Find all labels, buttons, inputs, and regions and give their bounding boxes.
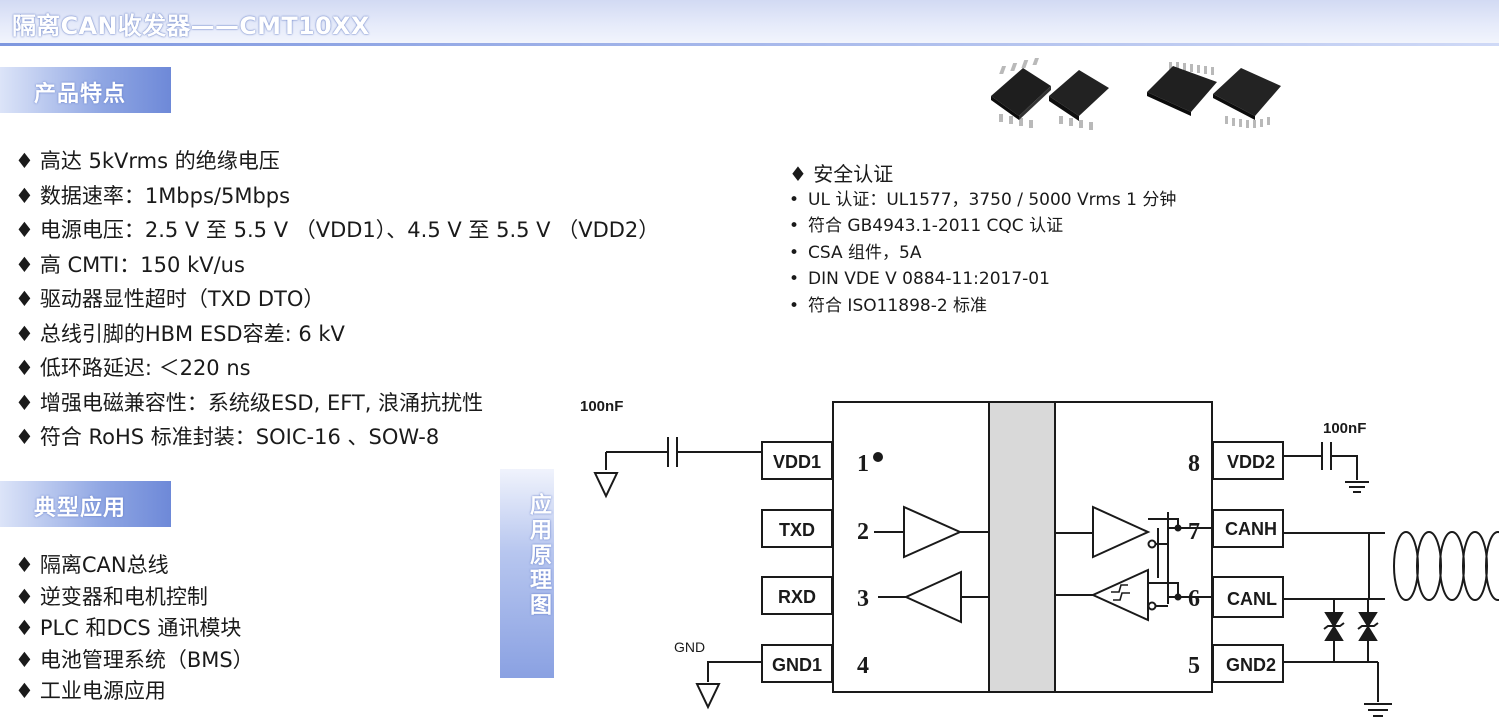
pin-label-vdd2: VDD2 <box>1227 452 1275 472</box>
feature-item: ♦符合 RoHS 标准封装：SOIC-16 、SOW-8 <box>15 425 440 449</box>
pin-box-gnd1 <box>761 644 833 683</box>
rxd-receiver-buffer-icon <box>878 570 989 624</box>
certification-item: •DIN VDE V 0884-11:2017-01 <box>789 269 1050 289</box>
ground-gnd2-icon <box>1364 662 1392 717</box>
pin-box-txd <box>761 509 833 548</box>
dot-bullet-icon: • <box>789 269 800 289</box>
pin-label-rxd: RXD <box>778 587 816 607</box>
pin-number-8: 8 <box>1188 451 1200 477</box>
pin-number-7: 7 <box>1188 519 1200 545</box>
dot-bullet-icon: • <box>789 216 800 236</box>
application-schematic: 100nF 100nF GND VDD1 TXD RXD GND1 VDD2 C… <box>580 398 1499 717</box>
diamond-bullet-icon: ♦ <box>789 162 807 186</box>
application-item: ♦电池管理系统（BMS） <box>15 648 254 672</box>
diamond-bullet-icon: ♦ <box>15 616 34 640</box>
chip-packages-image <box>991 58 1281 130</box>
schematic-tab-label: 应用原理图 <box>526 493 551 618</box>
pin1-marker-dot <box>873 452 883 462</box>
pin-label-gnd1: GND1 <box>772 655 822 675</box>
pin-number-3: 3 <box>857 586 869 612</box>
cap-right-label: 100nF <box>1323 420 1366 437</box>
features-tab-label: 产品特点 <box>34 82 127 107</box>
certifications-heading: ♦ 安全认证 <box>789 162 894 186</box>
pin-box-rxd <box>761 576 833 615</box>
certification-item: •UL 认证：UL1577，3750 / 5000 Vrms 1 分钟 <box>789 190 1177 210</box>
application-item: ♦隔离CAN总线 <box>15 553 169 577</box>
title-bar: 隔离CAN收发器——CMT10XX <box>0 0 1499 46</box>
diamond-bullet-icon: ♦ <box>15 648 34 672</box>
diamond-bullet-icon: ♦ <box>15 425 34 449</box>
pin-label-canl: CANL <box>1227 589 1277 609</box>
pin-box-vdd2 <box>1212 441 1284 480</box>
feature-item: ♦数据速率：1Mbps/5Mbps <box>15 184 291 208</box>
twisted-pair-cable-icon <box>1393 531 1499 601</box>
txd-driver-buffer-icon <box>876 505 989 559</box>
tvs-diodes-icon <box>1283 599 1379 663</box>
ground-gnd1-icon <box>695 661 762 710</box>
cap-left-label: 100nF <box>580 398 623 415</box>
feature-item: ♦增强电磁兼容性：系统级ESD, EFT, 浪涌抗扰性 <box>15 391 484 415</box>
feature-item: ♦高 CMTI：150 kV/us <box>15 253 245 277</box>
soic16-chip-back-icon <box>1213 68 1281 128</box>
pin-number-2: 2 <box>857 519 869 545</box>
dot-bullet-icon: • <box>789 243 800 263</box>
soic8-chip-icon <box>991 58 1051 128</box>
feature-item: ♦驱动器显性超时（TXD DTO） <box>15 287 325 311</box>
pin-box-vdd1 <box>761 441 833 480</box>
diamond-bullet-icon: ♦ <box>15 391 34 415</box>
application-item: ♦PLC 和DCS 通讯模块 <box>15 616 242 640</box>
isolation-barrier <box>988 401 1056 693</box>
diamond-bullet-icon: ♦ <box>15 322 34 346</box>
soic16-chip-icon <box>1147 62 1217 116</box>
diamond-bullet-icon: ♦ <box>15 149 34 173</box>
page-title: 隔离CAN收发器——CMT10XX <box>12 12 370 40</box>
feature-item: ♦高达 5kVrms 的绝缘电压 <box>15 149 280 173</box>
pin-label-gnd2: GND2 <box>1226 655 1276 675</box>
pin-box-gnd2 <box>1212 644 1284 683</box>
schematic-tab: 应用原理图 <box>500 469 554 678</box>
can-bus-lines <box>1283 532 1385 600</box>
pin-number-6: 6 <box>1188 586 1200 612</box>
feature-item: ♦低环路延迟: ＜220 ns <box>15 356 251 380</box>
diamond-bullet-icon: ♦ <box>15 218 34 242</box>
gnd-label: GND <box>674 639 705 655</box>
feature-item: ♦总线引脚的HBM ESD容差: 6 kV <box>15 322 345 346</box>
feature-item: ♦电源电压：2.5 V 至 5.5 V （VDD1）、4.5 V 至 5.5 V… <box>15 218 660 242</box>
diamond-bullet-icon: ♦ <box>15 553 34 577</box>
diamond-bullet-icon: ♦ <box>15 679 34 703</box>
dot-bullet-icon: • <box>789 296 800 316</box>
can-receiver-icon <box>1055 568 1213 622</box>
certification-item: •符合 GB4943.1-2011 CQC 认证 <box>789 216 1064 236</box>
soic8-chip-back-icon <box>1049 70 1109 130</box>
capacitor-left-icon <box>593 437 762 499</box>
application-item: ♦工业电源应用 <box>15 679 166 703</box>
pin-number-1: 1 <box>857 451 869 477</box>
title-accent-line <box>0 43 1499 46</box>
pin-label-canh: CANH <box>1225 519 1277 539</box>
application-item: ♦逆变器和电机控制 <box>15 585 208 609</box>
diamond-bullet-icon: ♦ <box>15 287 34 311</box>
diamond-bullet-icon: ♦ <box>15 356 34 380</box>
dot-bullet-icon: • <box>789 190 800 210</box>
certification-item: •CSA 组件，5A <box>789 243 922 263</box>
diamond-bullet-icon: ♦ <box>15 184 34 208</box>
certification-item: •符合 ISO11898-2 标准 <box>789 296 988 316</box>
pin-label-vdd1: VDD1 <box>773 452 821 472</box>
diamond-bullet-icon: ♦ <box>15 253 34 277</box>
pin-number-5: 5 <box>1188 653 1200 679</box>
applications-tab: 典型应用 <box>0 481 171 527</box>
capacitor-right-icon <box>1283 442 1369 493</box>
features-tab: 产品特点 <box>0 67 171 113</box>
pin-label-txd: TXD <box>779 520 815 540</box>
diamond-bullet-icon: ♦ <box>15 585 34 609</box>
pin-number-4: 4 <box>857 653 869 679</box>
applications-tab-label: 典型应用 <box>34 496 127 521</box>
